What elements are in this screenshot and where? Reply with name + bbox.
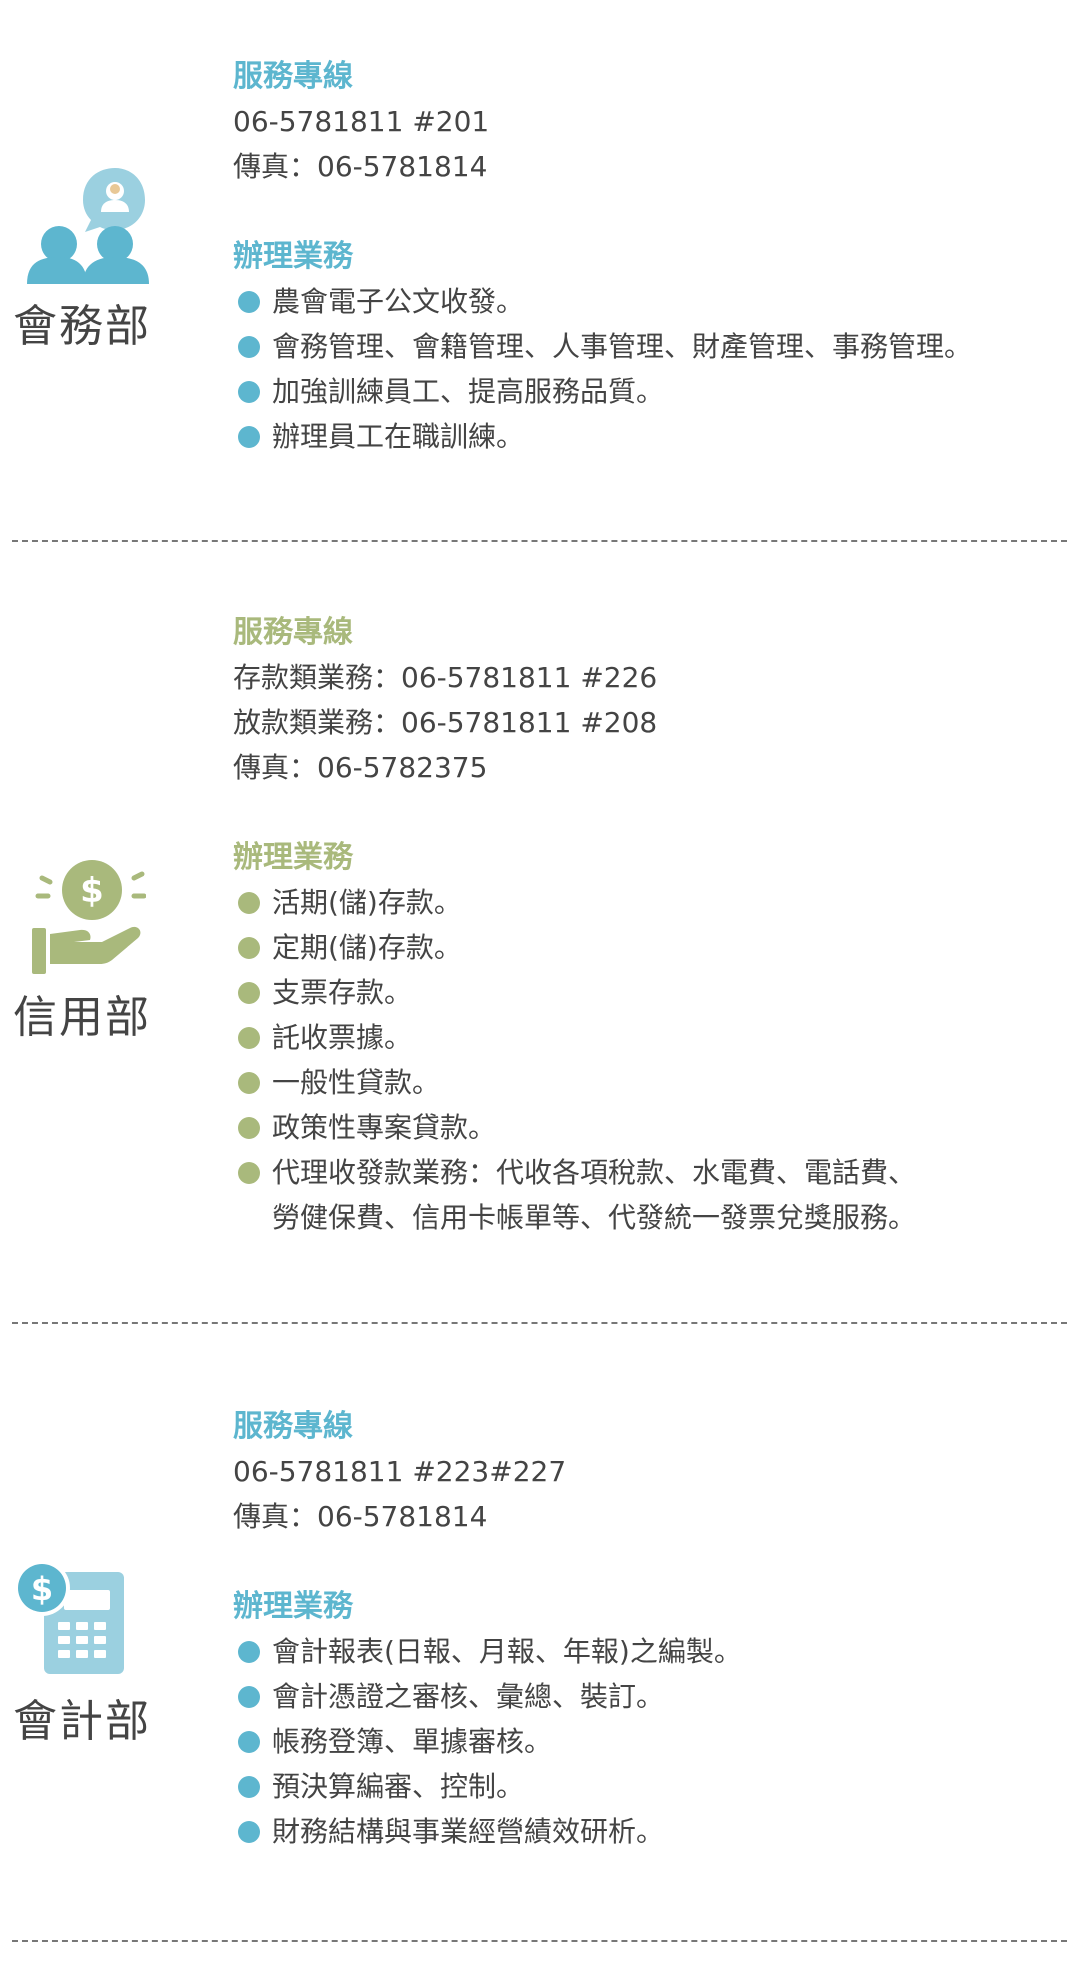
business-heading: 辦理業務 (233, 239, 353, 274)
bullet-dot (238, 1686, 260, 1708)
list-item: 帳務登簿、單據審核。 (233, 1719, 1073, 1764)
list-item: 代理收發款業務：代收各項稅款、水電費、電話費、 勞健保費、信用卡帳單等、代發統一… (233, 1150, 1073, 1240)
hand-coin-icon: $ (32, 860, 146, 974)
bullet-dot (238, 291, 260, 313)
list-item: 會務管理、會籍管理、人事管理、財產管理、事務管理。 (233, 324, 1073, 369)
list-item: 會計憑證之審核、彙總、裝訂。 (233, 1674, 1073, 1719)
calculator-coin-icon: $ (14, 1560, 124, 1674)
business-heading: 辦理業務 (233, 840, 353, 875)
list-item: 會計報表(日報、月報、年報)之編製。 (233, 1629, 1073, 1674)
business-list: 農會電子公文收發。 會務管理、會籍管理、人事管理、財產管理、事務管理。 加強訓練… (233, 279, 1073, 459)
list-item: 預決算編審、控制。 (233, 1764, 1073, 1809)
list-item: 支票存款。 (233, 970, 1073, 1015)
hotline-phone: 06-5781811 #201 (233, 105, 490, 138)
hotline-heading: 服務專線 (233, 615, 353, 650)
bullet-dot (238, 1641, 260, 1663)
business-list: 會計報表(日報、月報、年報)之編製。 會計憑證之審核、彙總、裝訂。 帳務登簿、單… (233, 1629, 1073, 1854)
list-item: 農會電子公文收發。 (233, 279, 1073, 324)
hotline-heading: 服務專線 (233, 59, 353, 94)
svg-text:$: $ (31, 1570, 53, 1608)
bullet-dot (238, 892, 260, 914)
bullet-dot (238, 336, 260, 358)
bullet-dot (238, 426, 260, 448)
business-list: 活期(儲)存款。 定期(儲)存款。 支票存款。 託收票據。 一般性貸款。 政策性… (233, 880, 1073, 1240)
dept-content: 服務專線 06-5781811 #223#227 傳真：06-5781814 辦… (233, 1404, 1073, 1854)
business-heading: 辦理業務 (233, 1589, 353, 1624)
section-divider (12, 1322, 1067, 1324)
section-divider (12, 1940, 1067, 1942)
hotline-fax: 傳真：06-5782375 (233, 751, 488, 784)
list-item: 財務結構與事業經營績效研析。 (233, 1809, 1073, 1854)
bullet-dot (238, 381, 260, 403)
hotline-phone: 06-5781811 #223#227 (233, 1455, 567, 1488)
hotline-deposit: 存款類業務：06-5781811 #226 (233, 661, 658, 694)
section-divider (12, 540, 1067, 542)
list-item: 辦理員工在職訓練。 (233, 414, 1073, 459)
hotline-loan: 放款類業務：06-5781811 #208 (233, 706, 658, 739)
bullet-dot (238, 1117, 260, 1139)
bullet-dot (238, 1027, 260, 1049)
dept-content: 服務專線 存款類業務：06-5781811 #226 放款類業務：06-5781… (233, 610, 1073, 1240)
bullet-dot (238, 1731, 260, 1753)
list-item: 一般性貸款。 (233, 1060, 1073, 1105)
bullet-dot (238, 1162, 260, 1184)
list-item: 定期(儲)存款。 (233, 925, 1073, 970)
people-chat-icon (27, 168, 149, 284)
list-item: 活期(儲)存款。 (233, 880, 1073, 925)
list-item: 託收票據。 (233, 1015, 1073, 1060)
hotline-fax: 傳真：06-5781814 (233, 1500, 488, 1533)
bullet-dot (238, 1821, 260, 1843)
bullet-dot (238, 937, 260, 959)
dept-name: 會務部 (13, 301, 151, 352)
bullet-dot (238, 982, 260, 1004)
list-item: 政策性專案貸款。 (233, 1105, 1073, 1150)
list-item: 加強訓練員工、提高服務品質。 (233, 369, 1073, 414)
svg-text:$: $ (80, 871, 104, 911)
dept-name: 會計部 (13, 1696, 151, 1747)
dept-name: 信用部 (13, 992, 151, 1043)
bullet-dot (238, 1776, 260, 1798)
hotline-fax: 傳真：06-5781814 (233, 150, 488, 183)
dept-content: 服務專線 06-5781811 #201 傳真：06-5781814 辦理業務 … (233, 54, 1073, 459)
bullet-dot (238, 1072, 260, 1094)
hotline-heading: 服務專線 (233, 1409, 353, 1444)
